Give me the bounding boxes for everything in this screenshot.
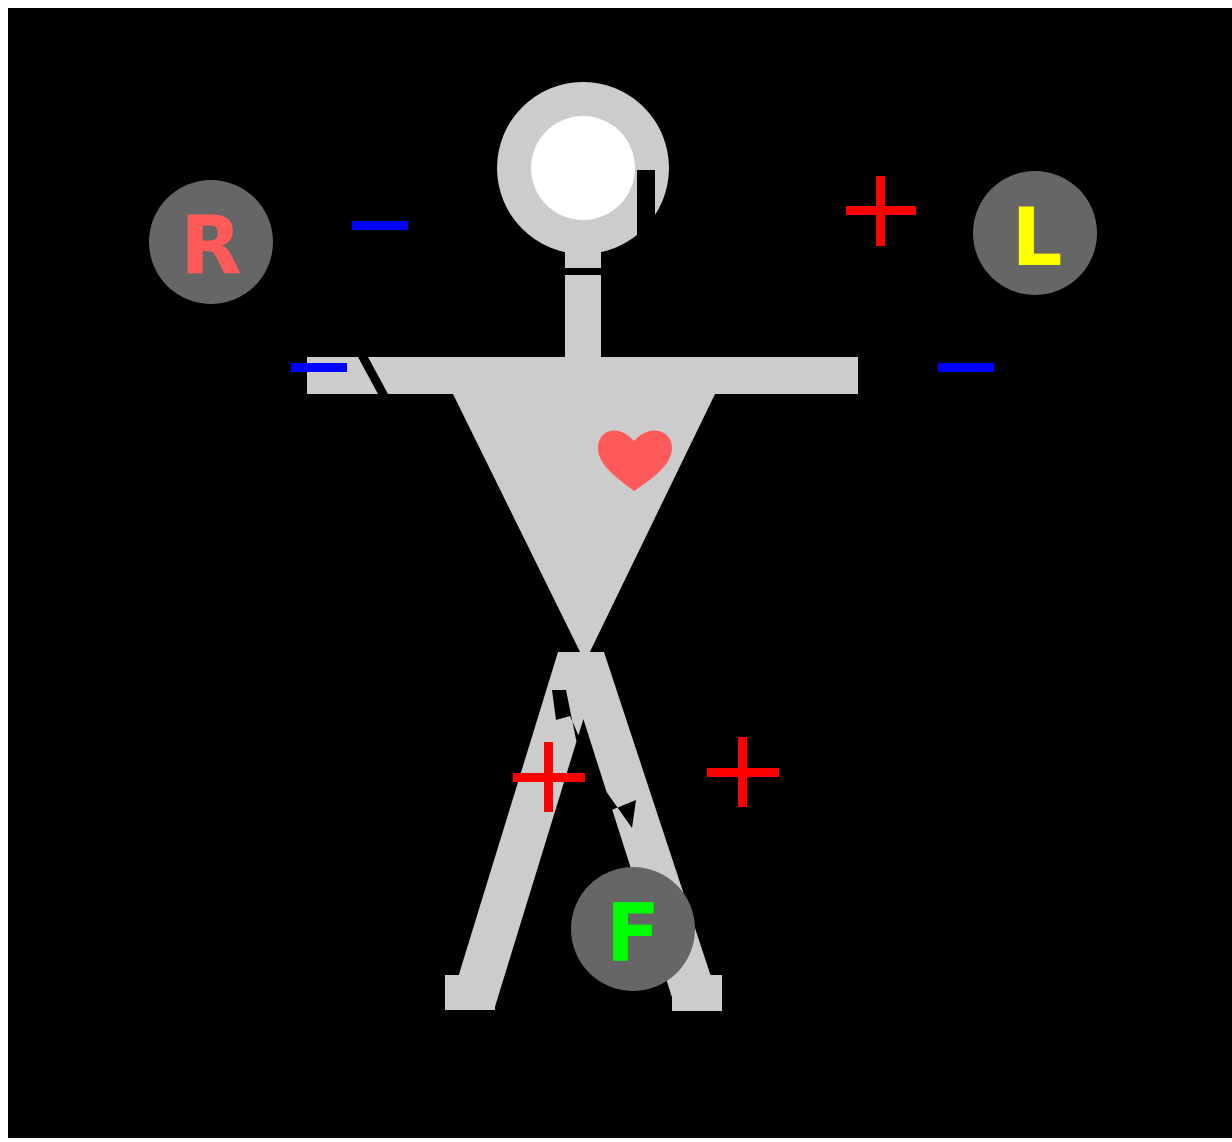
electrode-left-arm: L (973, 171, 1097, 295)
arm-mark (358, 357, 388, 394)
electrode-label-l: L (1012, 191, 1063, 284)
electrode-label-f: F (606, 887, 661, 980)
neck (565, 275, 601, 365)
electrode-foot: F (571, 867, 695, 991)
electrode-right-arm: R (149, 180, 273, 304)
electrode-label-r: R (180, 199, 242, 292)
minus-sign-right-arm-lead2 (291, 363, 347, 372)
plus-sign-foot-lead2 (513, 742, 585, 812)
heart-icon (598, 430, 672, 491)
arms (307, 357, 858, 394)
face (531, 116, 635, 220)
leg-arrow-mark (552, 690, 636, 828)
head-mark (637, 170, 655, 236)
electrode-disc-r (149, 180, 273, 304)
left-foot (672, 975, 722, 1011)
electrode-disc-f (571, 867, 695, 991)
neck-top (565, 250, 601, 268)
plus-sign-left-arm (846, 176, 916, 246)
electrode-disc-l (973, 171, 1097, 295)
minus-sign-left-arm-lead3 (938, 363, 994, 372)
right-leg (448, 652, 604, 1010)
right-foot (445, 975, 495, 1010)
plus-sign-foot-lead3 (707, 737, 779, 807)
minus-sign-right-arm-lead1 (352, 221, 408, 230)
